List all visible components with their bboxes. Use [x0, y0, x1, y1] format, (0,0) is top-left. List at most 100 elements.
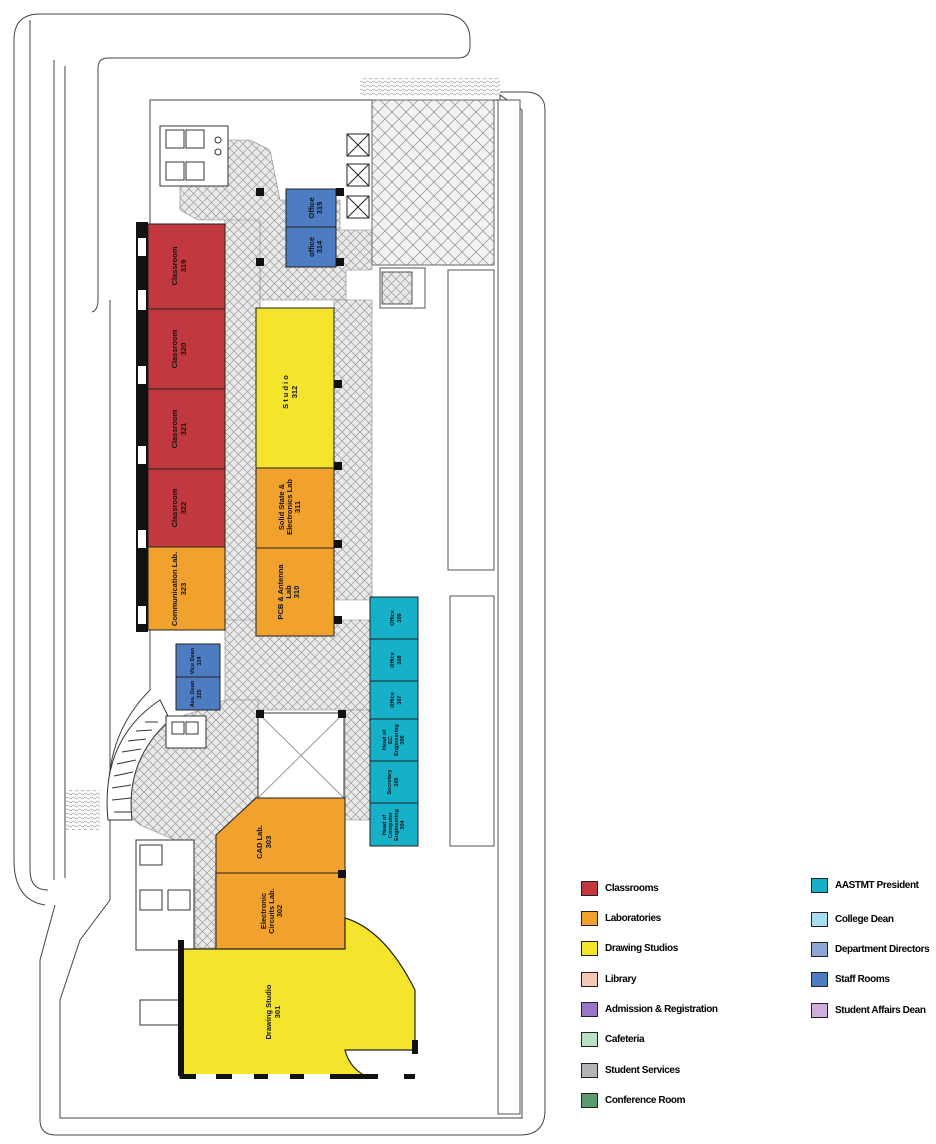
legend-label: Drawing Studios — [605, 943, 678, 954]
office-315[interactable]: Office315 — [285, 188, 337, 228]
legend-item-staff-rooms: Staff Rooms — [811, 972, 890, 987]
toilets-bottom — [135, 839, 195, 1026]
room-number: 320 — [179, 343, 188, 356]
wave-strip-top — [360, 78, 500, 96]
legend-swatch — [581, 1093, 598, 1108]
toilets-top — [159, 125, 229, 187]
lift-shafts — [346, 133, 370, 219]
legend-swatch — [581, 972, 598, 987]
room-name: PCB & Antenna — [276, 564, 285, 620]
room-number: 315 — [315, 202, 324, 215]
pcb-antenna-lab-310[interactable]: PCB & AntennaLab310 — [255, 547, 335, 637]
vice-dean-324[interactable]: Vice Dean324 — [175, 643, 221, 678]
hatched-terrace — [371, 99, 495, 266]
room-name: office — [307, 237, 316, 257]
svg-text:Drawing Studio301: Drawing Studio301 — [264, 984, 282, 1039]
room-name: CAD Lab. — [255, 825, 264, 859]
stairs-curved — [106, 699, 207, 821]
legend-label: AASTMT President — [835, 880, 919, 891]
room-name: Vice Dean — [190, 647, 196, 674]
legend-label: Laboratories — [605, 913, 661, 924]
head-ec-306[interactable]: Head ofECEngineering306 — [369, 718, 419, 762]
columns — [136, 188, 418, 1079]
right-annex — [379, 99, 521, 1115]
legend-item-cafeteria: Cafeteria — [581, 1032, 645, 1047]
svg-text:S t u d i o312: S t u d i o312 — [281, 375, 299, 409]
room-number: 303 — [264, 836, 273, 849]
legend-label: Admission & Registration — [605, 1004, 718, 1015]
classroom-319[interactable]: Classroom319 — [147, 223, 226, 310]
room-number: 305 — [394, 777, 400, 786]
room-number: 324 — [197, 655, 203, 665]
site-boundary — [13, 13, 546, 1136]
office-307[interactable]: Office307 — [369, 680, 419, 720]
legend-item-laboratories: Laboratories — [581, 911, 661, 926]
legend-label: Student Affairs Dean — [835, 1005, 926, 1016]
legend-item-library: Library — [581, 972, 637, 987]
room-name: Circuits Lab. — [267, 888, 276, 933]
svg-text:Vice Dean324: Vice Dean324 — [190, 647, 203, 674]
svg-text:ElectronicCircuits Lab.302: ElectronicCircuits Lab.302 — [259, 888, 284, 933]
room-name: Office — [390, 692, 396, 708]
room-number: 314 — [315, 240, 324, 253]
room-name: Engineering — [394, 809, 400, 841]
solid-state-lab-311[interactable]: Solid State &Electronics Lab311 — [255, 467, 335, 549]
room-name: Drawing Studio — [264, 984, 273, 1039]
legend-label: Student Services — [605, 1065, 680, 1076]
office-309[interactable]: Office309 — [369, 596, 419, 640]
room-number: 322 — [179, 502, 188, 515]
legend-item-drawing-studios: Drawing Studios — [581, 941, 678, 956]
electronic-circuits-lab-302[interactable]: ElectronicCircuits Lab.302 — [215, 872, 346, 950]
svg-text:Office308: Office308 — [390, 652, 403, 668]
legend-item-conference-room: Conference Room — [581, 1093, 686, 1108]
ass-dean-325[interactable]: Ass. Dean325 — [175, 676, 221, 711]
svg-text:Office307: Office307 — [390, 692, 403, 708]
svg-text:Classroom322: Classroom322 — [170, 488, 188, 527]
svg-text:Office309: Office309 — [390, 610, 403, 626]
drawing-studio-301[interactable]: Drawing Studio301 — [179, 917, 416, 1079]
office-308[interactable]: Office308 — [369, 638, 419, 682]
svg-text:Secretary305: Secretary305 — [387, 769, 400, 795]
room-name: Ass. Dean — [190, 680, 196, 707]
classroom-320[interactable]: Classroom320 — [147, 308, 226, 390]
room-number: 311 — [293, 501, 302, 513]
legend-item-admission: Admission & Registration — [581, 1002, 718, 1017]
room-number: 310 — [292, 586, 301, 599]
legend-swatch — [581, 941, 598, 956]
room-name: Engineering — [394, 724, 400, 756]
communication-lab-323[interactable]: Communication Lab.323 — [147, 546, 226, 631]
legend-label: Classrooms — [605, 883, 659, 894]
room-number: 306 — [400, 735, 406, 744]
room-name: Electronics Lab — [285, 479, 294, 535]
room-name: Head of — [382, 730, 388, 750]
atrium-void — [257, 712, 345, 799]
room-number: 321 — [179, 423, 188, 436]
room-name: Electronic — [259, 893, 268, 929]
legend-label: Department Directors — [835, 944, 930, 955]
room-name: Classroom — [170, 246, 179, 285]
svg-text:Communication Lab.323: Communication Lab.323 — [170, 552, 188, 626]
room-number: 307 — [397, 695, 403, 704]
legend-item-student-affairs-dean: Student Affairs Dean — [811, 1003, 926, 1018]
legend-swatch — [581, 911, 598, 926]
room-number: 301 — [273, 1006, 282, 1019]
svg-text:Head ofECEngineering306: Head ofECEngineering306 — [382, 724, 406, 756]
svg-text:Classroom319: Classroom319 — [170, 246, 188, 285]
svg-text:Ass. Dean325: Ass. Dean325 — [190, 680, 203, 707]
room-name: Office — [307, 197, 316, 218]
legend-item-aastmt-president: AASTMT President — [811, 878, 919, 893]
svg-text:Classroom321: Classroom321 — [170, 409, 188, 448]
legend-swatch — [811, 1003, 828, 1018]
office-314[interactable]: office314 — [285, 226, 337, 268]
legend-item-college-dean: College Dean — [811, 912, 894, 927]
studio-312[interactable]: S t u d i o312 — [255, 307, 335, 469]
legend-item-student-services: Student Services — [581, 1063, 680, 1078]
room-name: Communication Lab. — [170, 552, 179, 626]
head-ce-304[interactable]: Head ofComputerEngineering304 — [369, 802, 419, 847]
room-name: Computer — [388, 811, 394, 838]
room-number: 325 — [197, 689, 203, 698]
legend-swatch — [581, 881, 598, 896]
room-number: 302 — [275, 905, 284, 918]
room-number: 308 — [397, 655, 403, 664]
